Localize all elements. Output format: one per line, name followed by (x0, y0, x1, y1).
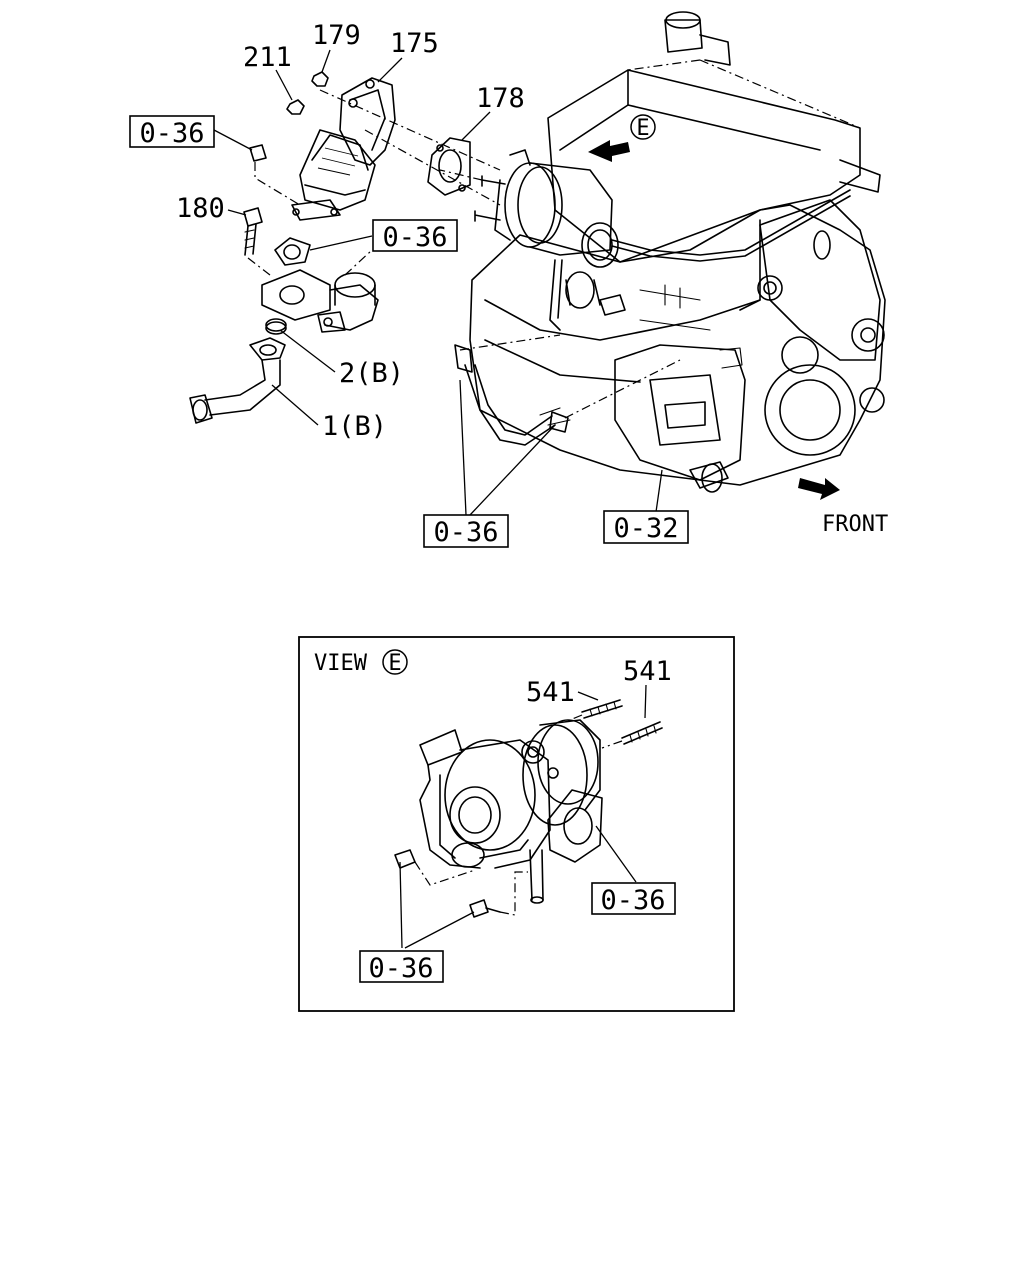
catalytic-converter (291, 129, 376, 221)
exhaust-heat-shield-175 (339, 77, 396, 166)
bolt-180 (243, 207, 271, 276)
svg-text:0-32: 0-32 (613, 513, 678, 544)
callout-1b: 1(B) (322, 411, 387, 442)
svg-text:0-36: 0-36 (600, 885, 665, 916)
ref-box-top-left: 0-36 (129, 115, 215, 149)
callout-179: 179 (312, 20, 361, 51)
ref-box-032: 0-32 (603, 510, 689, 544)
callout-180: 180 (176, 193, 225, 224)
svg-text:0-36: 0-36 (433, 517, 498, 548)
svg-text:0-36: 0-36 (382, 222, 447, 253)
nut-211 (286, 99, 305, 115)
callout-178: 178 (476, 83, 525, 114)
svg-text:0-36: 0-36 (139, 118, 204, 149)
ring-2b (265, 318, 287, 335)
turbocharger-view-e (394, 719, 603, 918)
view-e-marker-letter: E (636, 116, 649, 141)
stud-541-a (564, 699, 623, 723)
bolt-top-left (249, 144, 301, 206)
callout-2b: 2(B) (339, 358, 404, 389)
svg-text:0-36: 0-36 (368, 953, 433, 984)
callout-541-a: 541 (526, 677, 575, 708)
front-arrow: FRONT (798, 478, 888, 537)
ref-box-mid: 0-36 (372, 219, 458, 253)
engine-block (469, 11, 886, 493)
ref-box-view-bottom: 0-36 (359, 950, 444, 984)
view-e-inset: VIEW E (298, 636, 735, 1012)
callout-211: 211 (243, 42, 292, 73)
assembly-lines-engine (319, 89, 681, 419)
view-letter: E (388, 651, 401, 676)
gasket-small (274, 237, 311, 266)
stud-541-b (601, 721, 663, 749)
ref-box-bottom: 0-36 (423, 514, 509, 548)
callout-541-b: 541 (623, 656, 672, 687)
ref-box-view-right: 0-36 (591, 882, 676, 916)
front-label: FRONT (822, 512, 888, 537)
turbocharger-on-engine (474, 149, 851, 331)
exhaust-pipe-1b (189, 337, 286, 424)
callout-175: 175 (390, 28, 439, 59)
view-e-arrow: E (588, 114, 656, 162)
callout-leaders (213, 49, 663, 516)
nut-179 (311, 71, 329, 87)
oil-return-hose (454, 344, 571, 446)
gasket-178 (427, 137, 471, 196)
view-title: VIEW (314, 651, 368, 676)
egr-flange-assembly (261, 249, 379, 333)
